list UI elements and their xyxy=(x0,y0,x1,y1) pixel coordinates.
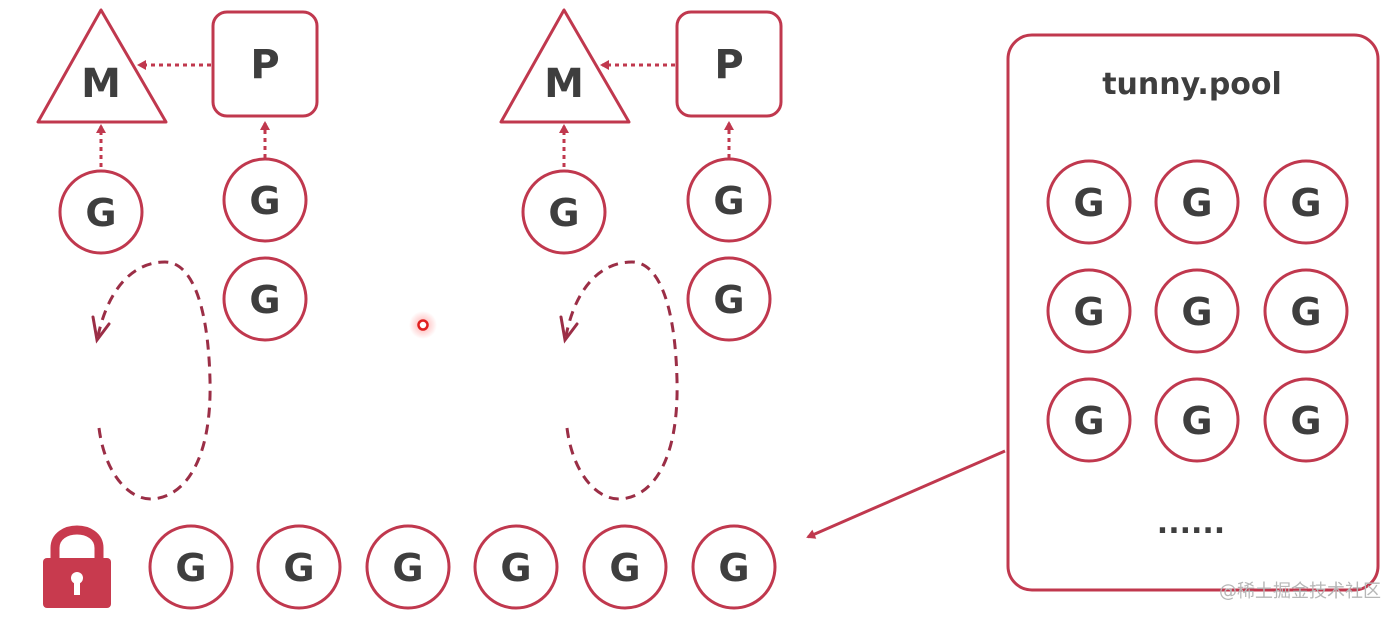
goroutine-local-queue-1b: G xyxy=(222,256,308,342)
goroutine-label: G xyxy=(1290,181,1321,225)
cursor-dot-icon xyxy=(409,311,437,339)
scheduling-loop-arrowhead-2 xyxy=(559,315,579,344)
goroutine-label: G xyxy=(718,546,749,590)
pool-to-queue-arrow xyxy=(806,449,1006,539)
pool-goroutine-r1c1: G xyxy=(1046,159,1132,245)
mp-group-2: M P G G G xyxy=(499,8,783,501)
goroutine-label: G xyxy=(1290,399,1321,443)
goroutine-label: G xyxy=(713,278,744,322)
goroutine-label: G xyxy=(713,179,744,223)
scheduling-loop-arrow-2 xyxy=(564,260,679,501)
pool-goroutine-r3c2: G xyxy=(1154,377,1240,463)
watermark-text: @稀土掘金技术社区 xyxy=(1219,581,1381,602)
goroutine-label: G xyxy=(85,191,116,235)
pool-goroutine-r2c1: G xyxy=(1046,268,1132,354)
goroutine-label: G xyxy=(249,179,280,223)
pool-goroutine-r2c3: G xyxy=(1263,268,1349,354)
tunny-pool: tunny.pool G G G G G G G xyxy=(1006,33,1380,592)
processor-box-2 xyxy=(675,10,783,118)
goroutine-label: G xyxy=(548,191,579,235)
scheduling-loop-arrowhead-1 xyxy=(91,315,111,344)
goroutine-label: G xyxy=(1073,181,1104,225)
scheduling-loop-arrow-1 xyxy=(96,260,212,501)
processor-box-1 xyxy=(211,10,319,118)
mp-group-1: M P G G G xyxy=(36,8,319,501)
goroutine-label: G xyxy=(500,546,531,590)
pool-goroutine-r3c1: G xyxy=(1046,377,1132,463)
global-queue-goroutine-3: G xyxy=(365,524,451,610)
machine-label-2: M xyxy=(544,61,584,107)
goroutine-label: G xyxy=(249,278,280,322)
processor-label-1: P xyxy=(250,42,279,88)
goroutine-label: G xyxy=(1073,290,1104,334)
global-queue: G G G G G G xyxy=(43,524,777,610)
goroutine-label: G xyxy=(1181,181,1212,225)
goroutine-running-2: G xyxy=(521,169,607,255)
goroutine-label: G xyxy=(175,546,206,590)
processor-label-2: P xyxy=(714,42,743,88)
global-queue-goroutine-6: G xyxy=(691,524,777,610)
global-queue-goroutine-4: G xyxy=(473,524,559,610)
goroutine-label: G xyxy=(283,546,314,590)
pool-ellipsis: ...... xyxy=(1157,506,1225,541)
goroutine-label: G xyxy=(1181,399,1212,443)
machine-triangle-1 xyxy=(36,8,168,124)
pool-goroutine-r3c3: G xyxy=(1263,377,1349,463)
goroutine-label: G xyxy=(1073,399,1104,443)
pool-goroutine-r1c3: G xyxy=(1263,159,1349,245)
machine-label-1: M xyxy=(81,61,121,107)
pool-goroutine-r1c2: G xyxy=(1154,159,1240,245)
goroutine-running-1: G xyxy=(58,169,144,255)
machine-triangle-2 xyxy=(499,8,631,124)
global-queue-goroutine-2: G xyxy=(256,524,342,610)
goroutine-label: G xyxy=(392,546,423,590)
global-queue-goroutine-1: G xyxy=(148,524,234,610)
goroutine-local-queue-2b: G xyxy=(686,256,772,342)
goroutine-label: G xyxy=(1181,290,1212,334)
goroutine-label: G xyxy=(1290,290,1321,334)
goroutine-local-queue-2a: G xyxy=(686,157,772,243)
lock-icon xyxy=(43,525,111,608)
pool-goroutine-r2c2: G xyxy=(1154,268,1240,354)
goroutine-label: G xyxy=(609,546,640,590)
pool-title: tunny.pool xyxy=(1102,67,1282,102)
goroutine-local-queue-1a: G xyxy=(222,157,308,243)
global-queue-goroutine-5: G xyxy=(582,524,668,610)
